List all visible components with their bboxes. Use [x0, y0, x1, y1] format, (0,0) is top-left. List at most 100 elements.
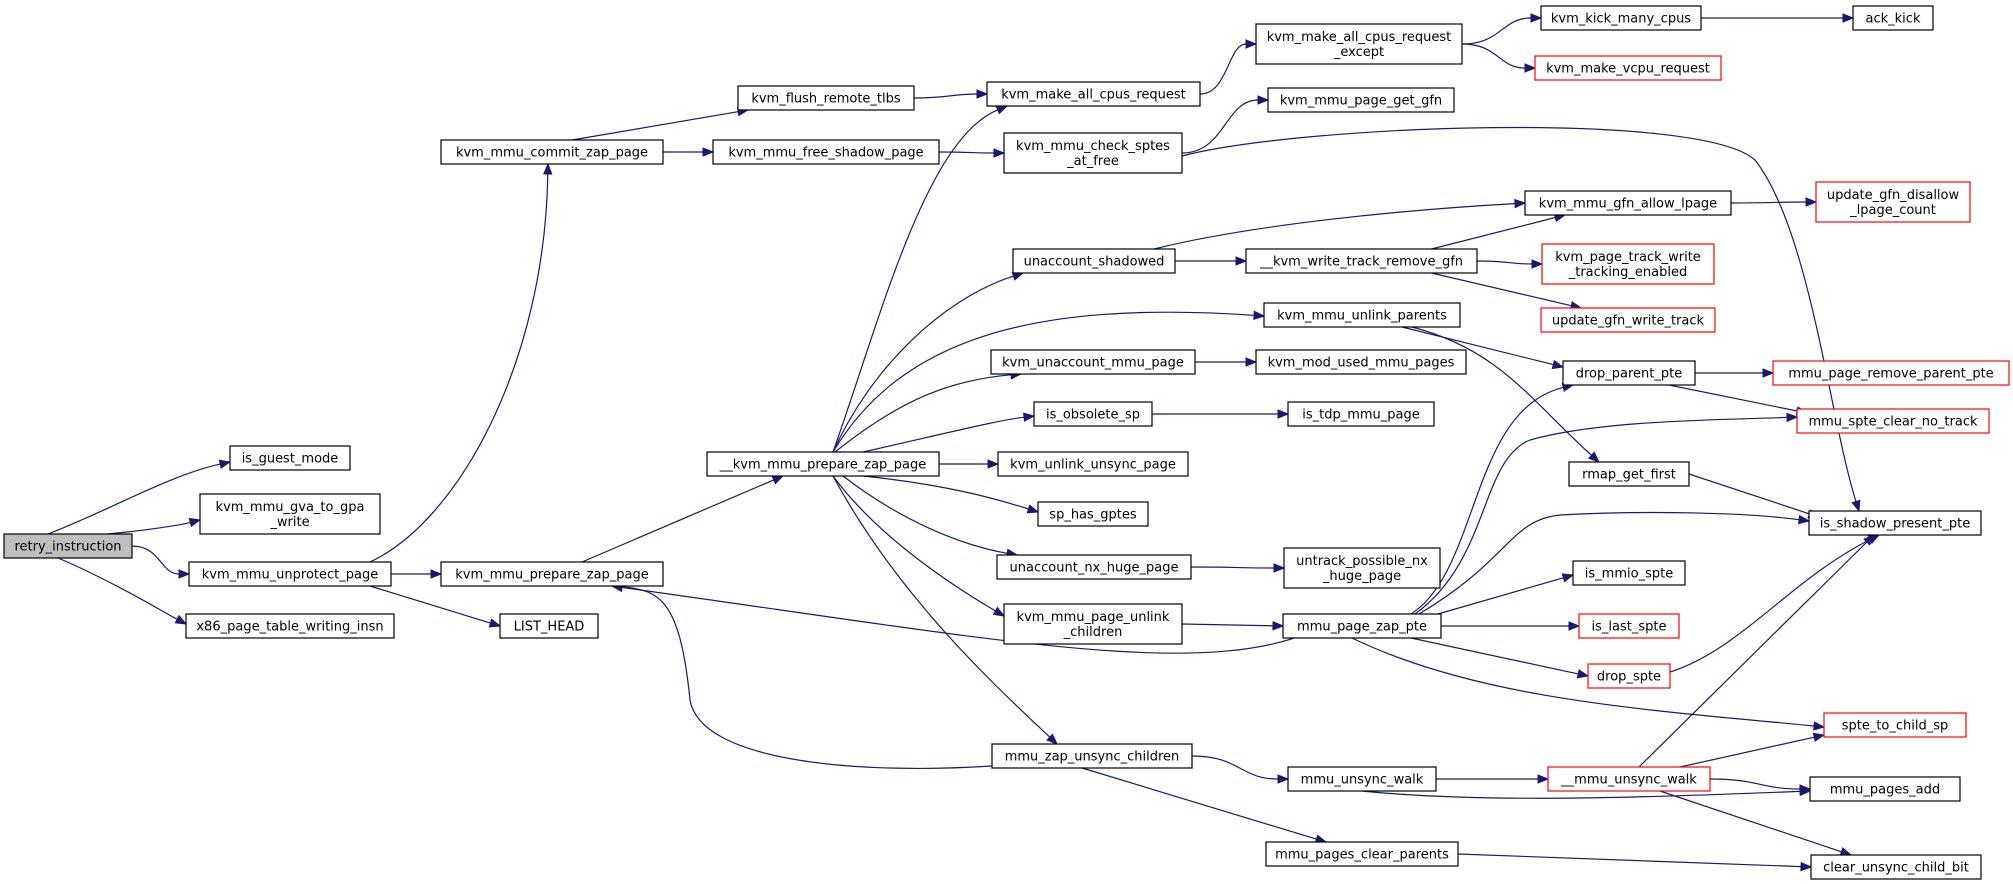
node-kvm_kick_many_cpus[interactable]: kvm_kick_many_cpus: [1540, 5, 1702, 31]
node-kvm_unaccount_mmu_page[interactable]: kvm_unaccount_mmu_page: [990, 349, 1196, 375]
node-box[interactable]: [1809, 776, 1961, 802]
node-box[interactable]: [440, 561, 664, 587]
node-box[interactable]: [229, 445, 351, 471]
node-kvm_page_track_write_tracking_enabled[interactable]: kvm_page_track_write_tracking_enabled: [1541, 243, 1715, 285]
node-box[interactable]: [1852, 5, 1934, 31]
node-box[interactable]: [737, 85, 915, 111]
node-mmu_unsync_walk[interactable]: mmu_unsync_walk: [1287, 766, 1437, 792]
node-box[interactable]: [1037, 501, 1149, 527]
node-mmu_spte_clear_no_track[interactable]: mmu_spte_clear_no_track: [1796, 408, 1990, 434]
node-kvm_mmu_free_shadow_page[interactable]: kvm_mmu_free_shadow_page: [712, 139, 940, 165]
node-ack_kick[interactable]: ack_kick: [1852, 5, 1934, 31]
node-box[interactable]: [1547, 766, 1711, 792]
node-is_obsolete_sp[interactable]: is_obsolete_sp: [1033, 401, 1153, 427]
node-box[interactable]: [1255, 23, 1463, 65]
node-kvm_mod_used_mmu_pages[interactable]: kvm_mod_used_mmu_pages: [1255, 349, 1467, 375]
node-box[interactable]: [1003, 132, 1183, 174]
node-box[interactable]: [199, 493, 381, 535]
node-kvm_mmu_prepare_zap_page[interactable]: kvm_mmu_prepare_zap_page: [440, 561, 664, 587]
node-box[interactable]: [1524, 190, 1732, 216]
node-box[interactable]: [185, 613, 395, 639]
node-box[interactable]: [188, 561, 392, 587]
node-unaccount_shadowed[interactable]: unaccount_shadowed: [1012, 248, 1176, 274]
node-box[interactable]: [1282, 613, 1442, 639]
node-box[interactable]: [1003, 603, 1183, 645]
node-is_mmio_spte[interactable]: is_mmio_spte: [1572, 560, 1686, 586]
node-box[interactable]: [990, 349, 1196, 375]
node-drop_spte[interactable]: drop_spte: [1587, 663, 1671, 689]
node-box[interactable]: [1568, 461, 1690, 487]
node-box[interactable]: [1808, 510, 1982, 536]
node-box[interactable]: [1541, 243, 1715, 285]
node-box[interactable]: [1033, 401, 1153, 427]
node-mmu_zap_unsync_children[interactable]: mmu_zap_unsync_children: [991, 743, 1193, 769]
node-box[interactable]: [440, 139, 664, 165]
node-is_shadow_present_pte[interactable]: is_shadow_present_pte: [1808, 510, 1982, 536]
node-mmu_pages_clear_parents[interactable]: mmu_pages_clear_parents: [1265, 841, 1459, 867]
node-box[interactable]: [991, 743, 1193, 769]
node-box[interactable]: [1245, 248, 1478, 274]
node-untrack_possible_nx_huge_page[interactable]: untrack_possible_nx_huge_page: [1283, 547, 1441, 589]
node-box[interactable]: [1578, 613, 1680, 639]
node-clear_unsync_child_bit[interactable]: clear_unsync_child_bit: [1810, 854, 1982, 880]
node-box[interactable]: [1012, 248, 1176, 274]
node-kvm_make_vcpu_request[interactable]: kvm_make_vcpu_request: [1534, 55, 1722, 81]
node-box[interactable]: [1772, 360, 2010, 386]
node-kvm_mmu_commit_zap_page[interactable]: kvm_mmu_commit_zap_page: [440, 139, 664, 165]
node-box[interactable]: [1562, 360, 1696, 386]
node-update_gfn_write_track[interactable]: update_gfn_write_track: [1540, 307, 1716, 333]
node-box[interactable]: [1283, 547, 1441, 589]
node-box[interactable]: [1796, 408, 1990, 434]
node-box[interactable]: [712, 139, 940, 165]
node-kvm_flush_remote_tlbs[interactable]: kvm_flush_remote_tlbs: [737, 85, 915, 111]
node-retry_instruction[interactable]: retry_instruction: [3, 533, 133, 559]
node-box[interactable]: [1815, 181, 1971, 223]
node-box[interactable]: [1265, 841, 1459, 867]
node-box[interactable]: [1587, 663, 1671, 689]
node-kvm_mmu_page_unlink_children[interactable]: kvm_mmu_page_unlink_children: [1003, 603, 1183, 645]
node-box[interactable]: [1255, 349, 1467, 375]
node-kvm_mmu_gva_to_gpa_write[interactable]: kvm_mmu_gva_to_gpa_write: [199, 493, 381, 535]
node-x86_page_table_writing_insn[interactable]: x86_page_table_writing_insn: [185, 613, 395, 639]
node-kvm_make_all_cpus_request[interactable]: kvm_make_all_cpus_request: [986, 81, 1201, 107]
node-box[interactable]: [1267, 87, 1455, 113]
node-is_tdp_mmu_page[interactable]: is_tdp_mmu_page: [1287, 401, 1435, 427]
node-spte_to_child_sp[interactable]: spte_to_child_sp: [1823, 712, 1967, 738]
node-mmu_pages_add[interactable]: mmu_pages_add: [1809, 776, 1961, 802]
node-kvm_mmu_unprotect_page[interactable]: kvm_mmu_unprotect_page: [188, 561, 392, 587]
node-is_guest_mode[interactable]: is_guest_mode: [229, 445, 351, 471]
node-is_last_spte[interactable]: is_last_spte: [1578, 613, 1680, 639]
node-__kvm_write_track_remove_gfn[interactable]: __kvm_write_track_remove_gfn: [1245, 248, 1478, 274]
node-mmu_page_remove_parent_pte[interactable]: mmu_page_remove_parent_pte: [1772, 360, 2010, 386]
node-__mmu_unsync_walk[interactable]: __mmu_unsync_walk: [1547, 766, 1711, 792]
node-box[interactable]: [1263, 302, 1461, 328]
node-box[interactable]: [1810, 854, 1982, 880]
node-box[interactable]: [706, 451, 940, 477]
node-mmu_page_zap_pte[interactable]: mmu_page_zap_pte: [1282, 613, 1442, 639]
node-box[interactable]: [1534, 55, 1722, 81]
node-box[interactable]: [1540, 5, 1702, 31]
node-box[interactable]: [986, 81, 1201, 107]
node-__kvm_mmu_prepare_zap_page[interactable]: __kvm_mmu_prepare_zap_page: [706, 451, 940, 477]
node-box[interactable]: [1572, 560, 1686, 586]
node-box[interactable]: [1287, 401, 1435, 427]
node-box[interactable]: [997, 451, 1189, 477]
node-update_gfn_disallow_lpage_count[interactable]: update_gfn_disallow_lpage_count: [1815, 181, 1971, 223]
node-kvm_mmu_gfn_allow_lpage[interactable]: kvm_mmu_gfn_allow_lpage: [1524, 190, 1732, 216]
node-kvm_mmu_check_sptes_at_free[interactable]: kvm_mmu_check_sptes_at_free: [1003, 132, 1183, 174]
node-box[interactable]: [1540, 307, 1716, 333]
node-LIST_HEAD[interactable]: LIST_HEAD: [499, 613, 599, 639]
node-box[interactable]: [1823, 712, 1967, 738]
node-kvm_unlink_unsync_page[interactable]: kvm_unlink_unsync_page: [997, 451, 1189, 477]
node-rmap_get_first[interactable]: rmap_get_first: [1568, 461, 1690, 487]
node-kvm_make_all_cpus_request_except[interactable]: kvm_make_all_cpus_request_except: [1255, 23, 1463, 65]
node-box[interactable]: [3, 533, 133, 559]
node-drop_parent_pte[interactable]: drop_parent_pte: [1562, 360, 1696, 386]
node-kvm_mmu_unlink_parents[interactable]: kvm_mmu_unlink_parents: [1263, 302, 1461, 328]
node-box[interactable]: [1287, 766, 1437, 792]
node-kvm_mmu_page_get_gfn[interactable]: kvm_mmu_page_get_gfn: [1267, 87, 1455, 113]
node-box[interactable]: [996, 554, 1192, 580]
node-sp_has_gptes[interactable]: sp_has_gptes: [1037, 501, 1149, 527]
node-box[interactable]: [499, 613, 599, 639]
node-unaccount_nx_huge_page[interactable]: unaccount_nx_huge_page: [996, 554, 1192, 580]
